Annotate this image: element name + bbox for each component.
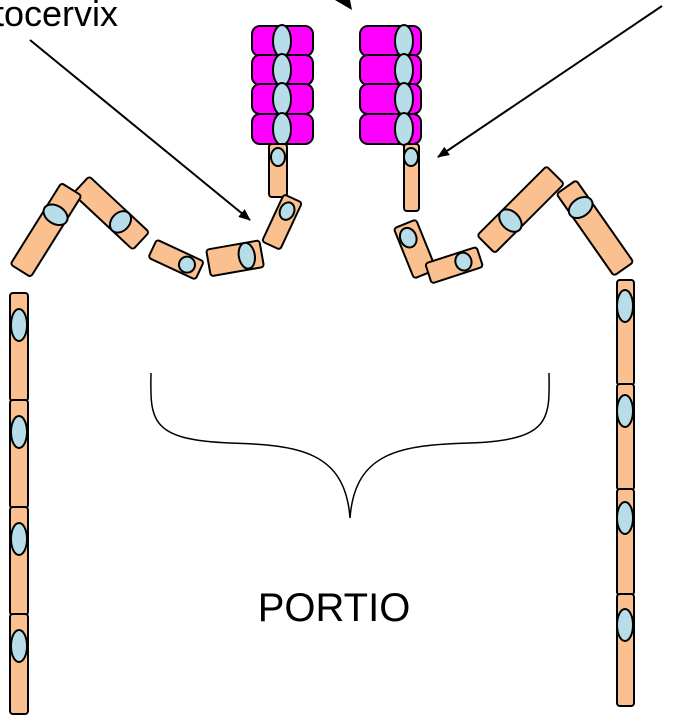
arrow-top-center-tip bbox=[335, 0, 352, 10]
nucleus-icon bbox=[395, 54, 413, 86]
squamous-cell bbox=[148, 240, 204, 280]
nucleus-icon bbox=[395, 113, 413, 145]
nucleus-icon bbox=[617, 290, 633, 322]
left-squamous-column bbox=[10, 293, 28, 714]
nucleus-icon bbox=[273, 113, 291, 145]
portio-brace bbox=[151, 373, 549, 518]
nucleus-icon bbox=[395, 25, 413, 57]
squamous-cell bbox=[477, 166, 564, 253]
portio-label: PORTIO bbox=[258, 586, 411, 630]
squamous-cell bbox=[73, 176, 149, 249]
nucleus-icon bbox=[273, 83, 291, 115]
left-columnar-stack bbox=[252, 25, 313, 145]
nucleus-icon bbox=[617, 395, 633, 427]
squamous-cell bbox=[262, 194, 302, 250]
nucleus-icon bbox=[404, 148, 418, 166]
right-squamous-column bbox=[617, 280, 634, 706]
nucleus-icon bbox=[11, 416, 27, 448]
nucleus-icon bbox=[273, 54, 291, 86]
squamous-cell bbox=[10, 183, 81, 277]
nucleus-icon bbox=[11, 523, 27, 555]
arrow-top-right-to-junction bbox=[438, 6, 662, 157]
nucleus-icon bbox=[617, 609, 633, 641]
nucleus-icon bbox=[273, 25, 291, 57]
nucleus-icon bbox=[271, 148, 285, 166]
left-transition-cells bbox=[10, 144, 303, 280]
endocervix-label: tocervix bbox=[0, 0, 118, 34]
nucleus-icon bbox=[11, 309, 27, 341]
squamous-cell bbox=[425, 247, 483, 284]
right-transition-cells bbox=[394, 144, 635, 283]
squamous-cell bbox=[556, 180, 633, 276]
right-columnar-stack bbox=[360, 25, 421, 145]
nucleus-icon bbox=[11, 630, 27, 662]
nucleus-icon bbox=[617, 502, 633, 534]
nucleus-icon bbox=[395, 83, 413, 115]
